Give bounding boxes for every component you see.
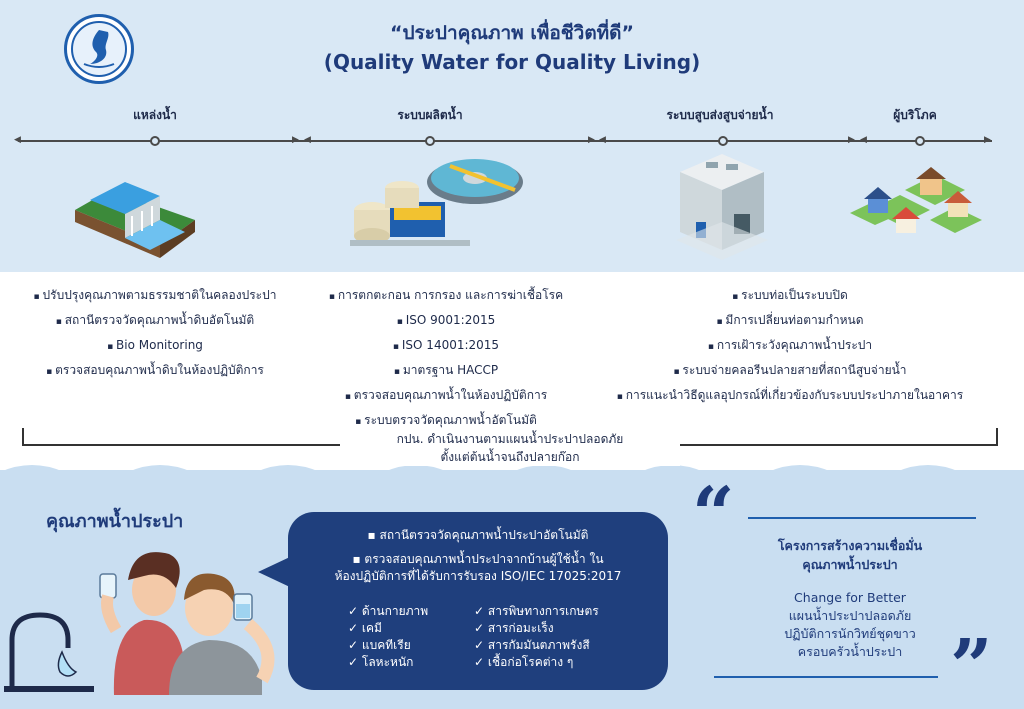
quote-line: ครอบครัวน้ำประปา [797, 644, 903, 659]
page-title-thai: “ประปาคุณภาพ เพื่อชีวิตที่ดี” [389, 22, 635, 44]
pumping-station-icon [676, 154, 768, 260]
timeline-dot [425, 136, 435, 146]
process-timeline [18, 140, 992, 142]
check-item: ด้านกายภาพ [348, 603, 428, 620]
logo-emblem-icon [71, 21, 127, 77]
houses-icon [850, 167, 982, 233]
check-item: เชื้อก่อโรคต่าง ๆ [474, 654, 599, 671]
list-item: ISO 9001:2015 [316, 309, 576, 334]
list-item: ตรวจสอบคุณภาพน้ำดิบในห้องปฏิบัติการ [20, 359, 290, 384]
check-item: สารกัมมันตภาพรังสี [474, 637, 599, 654]
quote-divider [748, 517, 976, 519]
heading-consumer: ผู้บริโภค [893, 108, 937, 122]
quality-speech-bubble: ▪ สถานีตรวจวัดคุณภาพน้ำประปาอัตโนมัติ ▪ … [288, 512, 668, 690]
list-item: ระบบท่อเป็นระบบปิด [600, 284, 980, 309]
timeline-arrow-icon: ◀ [860, 135, 867, 145]
timeline-arrow-left-icon: ◀ [14, 135, 21, 145]
list-item: ระบบตรวจวัดคุณภาพน้ำอัตโนมัติ [316, 409, 576, 434]
timeline-dot [718, 136, 728, 146]
heading-distribution: ระบบสูบส่งสูบจ่ายน้ำ [666, 108, 774, 122]
check-item: เคมี [348, 620, 428, 637]
check-list-left: ด้านกายภาพ เคมี แบคทีเรีย โลหะหนัก [348, 603, 428, 671]
timeline-dot [915, 136, 925, 146]
bubble-text: ▪ สถานีตรวจวัดคุณภาพน้ำประปาอัตโนมัติ [367, 528, 589, 542]
quote-body: Change for Better แผนน้ำประปาปลอดภัย ปฏิ… [730, 589, 970, 661]
open-quote-icon: “ [692, 472, 735, 558]
quote-title: โครงการสร้างความเชื่อมั่น คุณภาพน้ำประปา [730, 536, 970, 574]
list-item: การเฝ้าระวังคุณภาพน้ำประปา [600, 334, 980, 359]
close-quote-icon: ” [950, 624, 993, 709]
timeline-dot [150, 136, 160, 146]
list-item: การแนะนำวิธีดูแลอุปกรณ์ที่เกี่ยวข้องกับร… [600, 384, 980, 409]
scope-caption: กปน. ดำเนินงานตามแผนน้ำประปาปลอดภัย ตั้ง… [340, 430, 680, 466]
check-item: สารพิษทางการเกษตร [474, 603, 599, 620]
quote-title-line: โครงการสร้างความเชื่อมั่น [777, 538, 923, 553]
scope-caption-line: ตั้งแต่ต้นน้ำจนถึงปลายก๊อก [440, 450, 580, 464]
bubble-text: ห้องปฏิบัติการที่ได้รับการรับรอง ISO/IEC… [334, 569, 622, 583]
check-list-right: สารพิษทางการเกษตร สารก่อมะเร็ง สารกัมมัน… [474, 603, 599, 671]
list-item: ISO 14001:2015 [316, 334, 576, 359]
scope-caption-line: กปน. ดำเนินงานตามแผนน้ำประปาปลอดภัย [396, 432, 624, 446]
heading-water-source: แหล่งน้ำ [133, 108, 177, 122]
quote-divider [714, 676, 938, 678]
timeline-arrow-icon: ▶ [848, 135, 855, 145]
quote-line: ปฏิบัติการนักวิทย์ชุดขาว [784, 626, 916, 641]
timeline-arrow-icon: ▶ [588, 135, 595, 145]
speech-bubble-tail [258, 556, 292, 588]
check-item: สารก่อมะเร็ง [474, 620, 599, 637]
list-item: สถานีตรวจวัดคุณภาพน้ำดิบอัตโนมัติ [20, 309, 290, 334]
timeline-arrow-icon: ▶ [292, 135, 299, 145]
mwa-logo [64, 14, 134, 84]
list-item: ปรับปรุงคุณภาพตามธรรมชาติในคลองประปา [20, 284, 290, 309]
bubble-text: ▪ ตรวจสอบคุณภาพน้ำประปาจากบ้านผู้ใช้น้ำ … [352, 552, 604, 566]
quote-line: Change for Better [794, 590, 906, 605]
treatment-plant-icon [350, 159, 523, 246]
quote-title-line: คุณภาพน้ำประปา [802, 557, 898, 572]
wave-divider [0, 465, 1024, 492]
distribution-list: ระบบท่อเป็นระบบปิด มีการเปลี่ยนท่อตามกำห… [600, 284, 980, 409]
list-item: ตรวจสอบคุณภาพน้ำในห้องปฏิบัติการ [316, 384, 576, 409]
section-title: คุณภาพน้ำประปา [46, 511, 184, 532]
dam-icon [75, 182, 195, 258]
list-item: ระบบจ่ายคลอรีนปลายสายที่สถานีสูบจ่ายน้ำ [600, 359, 980, 384]
list-item: การตกตะกอน การกรอง และการฆ่าเชื้อโรค [316, 284, 576, 309]
check-item: แบคทีเรีย [348, 637, 428, 654]
water-source-list: ปรับปรุงคุณภาพตามธรรมชาติในคลองประปา สถา… [20, 284, 290, 384]
people-drinking-illustration [4, 552, 275, 695]
list-item: มีการเปลี่ยนท่อตามกำหนด [600, 309, 980, 334]
timeline-arrow-right-icon: ▶ [984, 135, 991, 145]
timeline-arrow-icon: ◀ [304, 135, 311, 145]
production-list: การตกตะกอน การกรอง และการฆ่าเชื้อโรค ISO… [316, 284, 576, 434]
quote-line: แผนน้ำประปาปลอดภัย [788, 608, 912, 623]
list-item: Bio Monitoring [20, 334, 290, 359]
check-item: โลหะหนัก [348, 654, 428, 671]
timeline-arrow-icon: ◀ [599, 135, 606, 145]
page-title-english: (Quality Water for Quality Living) [323, 50, 701, 74]
heading-production: ระบบผลิตน้ำ [397, 108, 463, 122]
list-item: มาตรฐาน HACCP [316, 359, 576, 384]
